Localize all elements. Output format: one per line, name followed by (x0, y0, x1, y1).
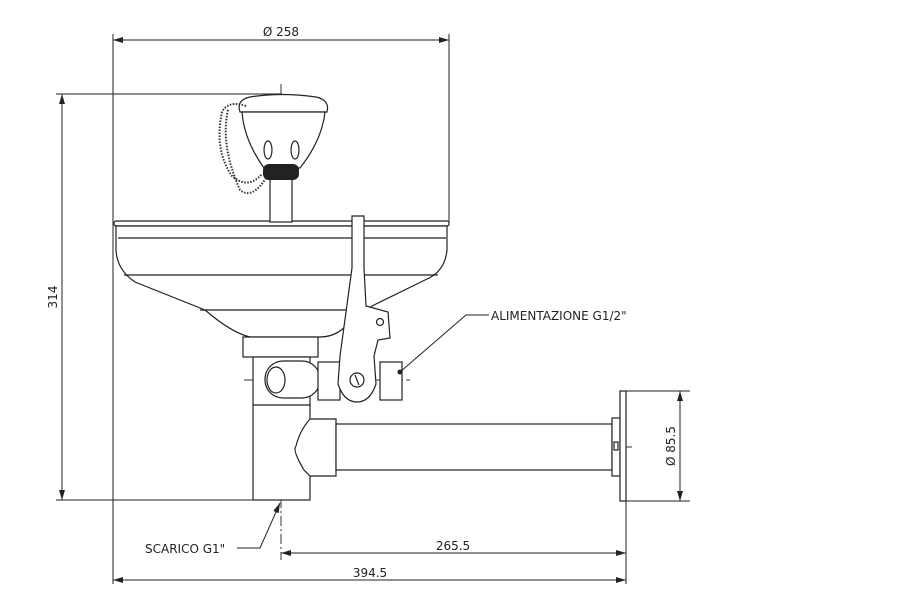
wall-plate (619, 390, 627, 502)
dim-overall-depth: 394.5 (353, 566, 387, 580)
drain-leader (237, 502, 281, 549)
knurled-nut (263, 164, 299, 180)
eyewash-head (218, 93, 329, 223)
bowl (113, 220, 450, 338)
dim-flange-diameter: Ø 85.5 (664, 426, 678, 466)
drain-body (242, 336, 627, 502)
extension-lines (56, 34, 690, 584)
dim-top-diameter: Ø 258 (263, 25, 299, 39)
supply-leader (399, 314, 489, 373)
drain-callout: SCARICO G1" (145, 542, 225, 556)
dim-wall-to-drain: 265.5 (436, 539, 470, 553)
supply-valve (264, 215, 403, 403)
supply-callout: ALIMENTAZIONE G1/2" (491, 309, 627, 323)
dim-height: 314 (46, 286, 60, 309)
chain (218, 103, 263, 184)
